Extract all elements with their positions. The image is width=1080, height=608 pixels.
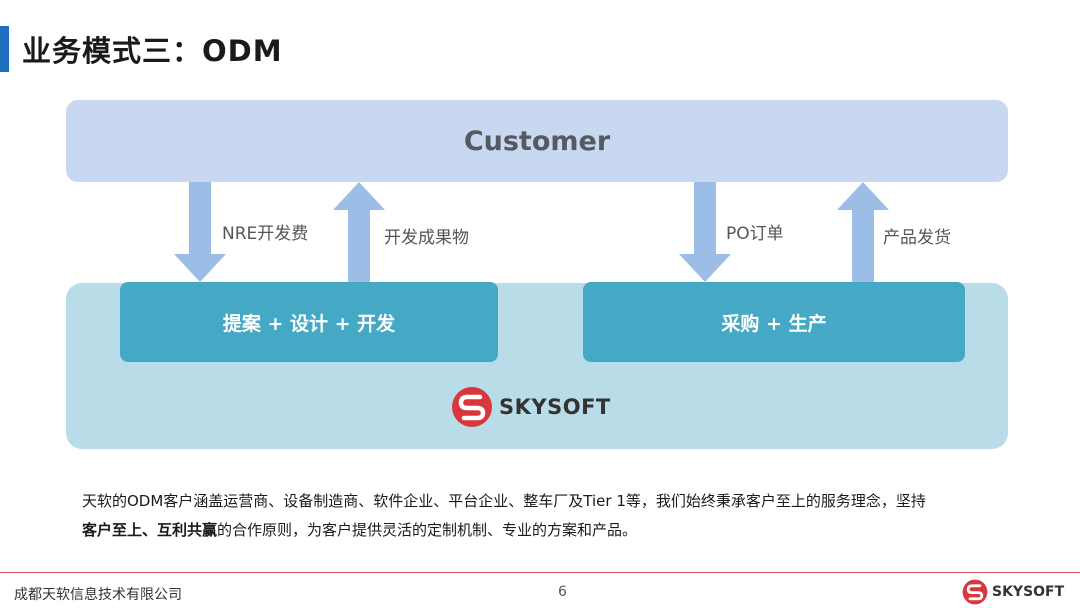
footer-divider [0,572,1080,573]
process-box-production: 采购 + 生产 [583,282,965,362]
footer-logo-text: SKYSOFT [992,584,1065,600]
customer-box: Customer [66,100,1008,182]
arrow-label-nre: NRE开发费 [222,224,309,244]
footer-logo-icon [962,579,988,605]
arrow-label-deliverables: 开发成果物 [384,228,469,248]
footer-logo: SKYSOFT [962,578,1064,606]
arrow-up-icon [837,182,889,282]
arrow-down-icon [679,182,731,282]
description-paragraph: 天软的ODM客户涵盖运营商、设备制造商、软件企业、平台企业、整车厂及Tier 1… [82,487,1042,545]
title-accent-bar [0,26,9,72]
description-line1: 天软的ODM客户涵盖运营商、设备制造商、软件企业、平台企业、整车厂及Tier 1… [82,492,926,510]
slide-title: 业务模式三：ODM [22,34,283,68]
arrow-up-icon [333,182,385,282]
arrow-down-icon [174,182,226,282]
customer-label: Customer [463,125,611,157]
description-bold-principle: 客户至上、互利共赢 [82,521,218,539]
arrow-label-shipping: 产品发货 [883,228,951,248]
skysoft-logo-icon [452,387,492,427]
page-number: 6 [558,584,567,600]
process-box-design: 提案 + 设计 + 开发 [120,282,498,362]
skysoft-logo-text: SKYSOFT [499,395,611,419]
skysoft-logo: SKYSOFT [451,386,611,428]
arrow-label-po: PO订单 [726,224,784,244]
footer-company-name: 成都天软信息技术有限公司 [14,587,182,603]
description-line2: 的合作原则，为客户提供灵活的定制机制、专业的方案和产品。 [217,521,638,539]
